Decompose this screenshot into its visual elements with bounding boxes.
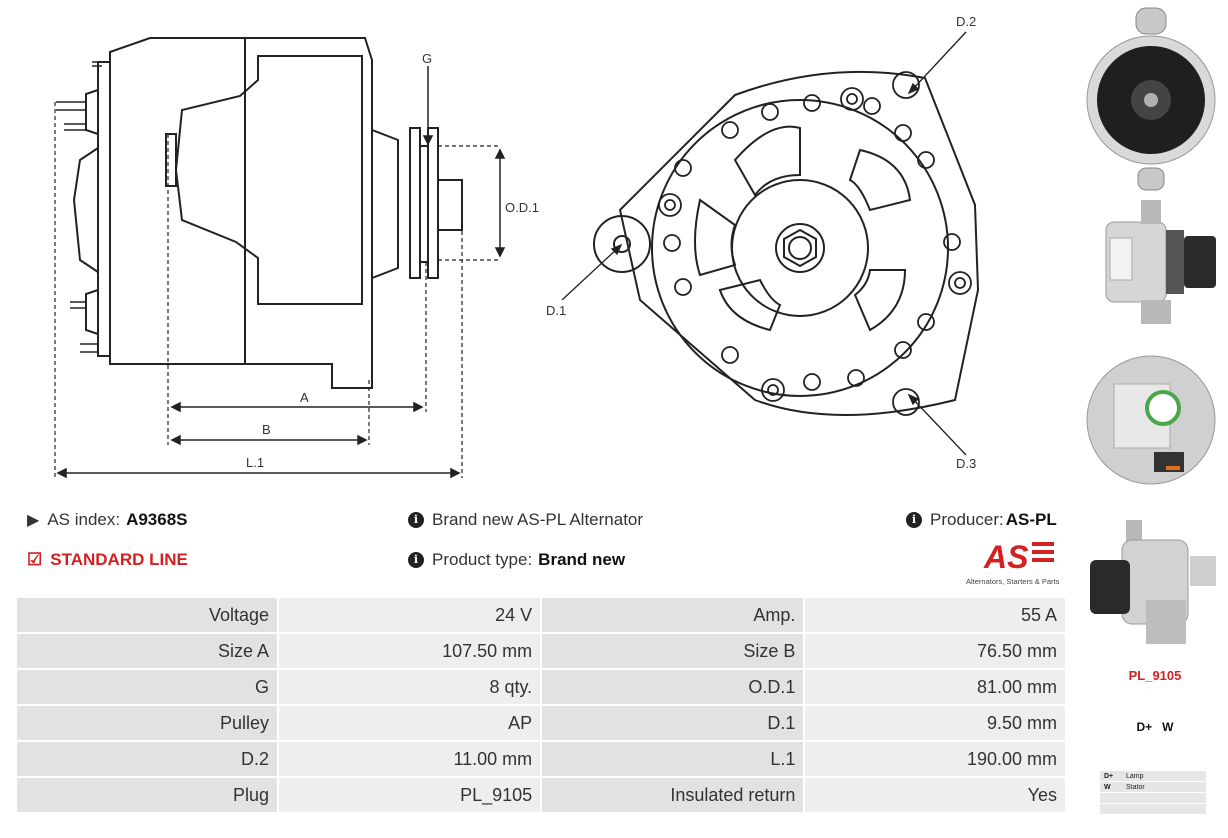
spec-value: 81.00 mm xyxy=(805,670,1065,704)
spec-label: Size A xyxy=(17,634,278,668)
standard-line: ☑ STANDARD LINE xyxy=(27,550,188,569)
alternator-side-body xyxy=(109,37,373,389)
spec-value: AP xyxy=(279,706,541,740)
spec-label: Amp. xyxy=(542,598,804,632)
label-od1: O.D.1 xyxy=(505,200,539,215)
label-d2: D.2 xyxy=(956,14,976,29)
legend-row xyxy=(1100,792,1206,804)
logo-tagline: Alternators, Starters & Parts xyxy=(966,577,1060,586)
spec-value: 107.50 mm xyxy=(279,634,541,668)
legend-row xyxy=(1100,803,1206,815)
spec-label: Voltage xyxy=(17,598,278,632)
label-d1: D.1 xyxy=(546,303,566,318)
spec-value: 190.00 mm xyxy=(805,742,1065,776)
legend-desc xyxy=(1122,792,1206,804)
label-l1: L.1 xyxy=(246,455,264,470)
photo-rear-view xyxy=(1086,355,1216,485)
photo-angled-view xyxy=(1090,520,1216,644)
spec-label: D.1 xyxy=(542,706,804,740)
spec-label: G xyxy=(17,670,278,704)
info-icon: i xyxy=(408,552,424,568)
legend-pin xyxy=(1100,803,1122,815)
spec-label: Plug xyxy=(17,778,278,812)
spec-value: 76.50 mm xyxy=(805,634,1065,668)
product-type: i Product type: Brand new xyxy=(408,550,625,570)
spec-value: 55 A xyxy=(805,598,1065,632)
photo-front-view xyxy=(1086,7,1216,191)
spec-value: Yes xyxy=(805,778,1065,812)
legend-pin: W xyxy=(1100,781,1122,793)
legend-desc xyxy=(1122,803,1206,815)
legend-row: D+Lamp xyxy=(1100,771,1206,782)
spec-value: 11.00 mm xyxy=(279,742,541,776)
spec-label: Size B xyxy=(542,634,804,668)
producer: i Producer: AS-PL xyxy=(906,510,1057,530)
plug-terminals: D+ W xyxy=(1136,720,1174,734)
spec-value: 24 V xyxy=(279,598,541,632)
product-description: i Brand new AS-PL Alternator xyxy=(408,510,643,530)
spec-label: Insulated return xyxy=(542,778,804,812)
info-icon: i xyxy=(408,512,424,528)
plug-code: PL_9105 xyxy=(1128,668,1182,683)
technical-drawing: A B L.1 G O.D.1 D.2 D.1 D.3 xyxy=(54,14,980,479)
spec-value: PL_9105 xyxy=(279,778,541,812)
label-a: A xyxy=(300,390,309,405)
spec-label: Pulley xyxy=(17,706,278,740)
label-b: B xyxy=(262,422,271,437)
as-logo: AS Alternators, Starters & Parts xyxy=(966,538,1066,586)
spec-label: D.2 xyxy=(17,742,278,776)
info-icon: i xyxy=(906,512,922,528)
spec-label: O.D.1 xyxy=(542,670,804,704)
legend-desc: Lamp xyxy=(1122,771,1206,782)
spec-value: 8 qty. xyxy=(279,670,541,704)
spec-label: L.1 xyxy=(542,742,804,776)
tags-icon: ▶ xyxy=(27,512,40,529)
legend-desc: Stator xyxy=(1122,781,1206,793)
as-logo-mark: AS xyxy=(983,539,1054,575)
svg-text:AS: AS xyxy=(983,539,1029,572)
as-index: ▶ AS index: A9368S xyxy=(27,510,188,529)
label-d3: D.3 xyxy=(956,456,976,471)
photo-side-view xyxy=(1105,200,1216,324)
checkbox-icon: ☑ xyxy=(27,550,43,569)
spec-value: 9.50 mm xyxy=(805,706,1065,740)
as-index-value: A9368S xyxy=(126,510,188,529)
legend-pin xyxy=(1100,792,1122,804)
alternator-front-housing xyxy=(618,70,980,416)
product-photos xyxy=(1086,7,1216,644)
label-g: G xyxy=(422,51,432,66)
legend-pin: D+ xyxy=(1100,771,1122,782)
